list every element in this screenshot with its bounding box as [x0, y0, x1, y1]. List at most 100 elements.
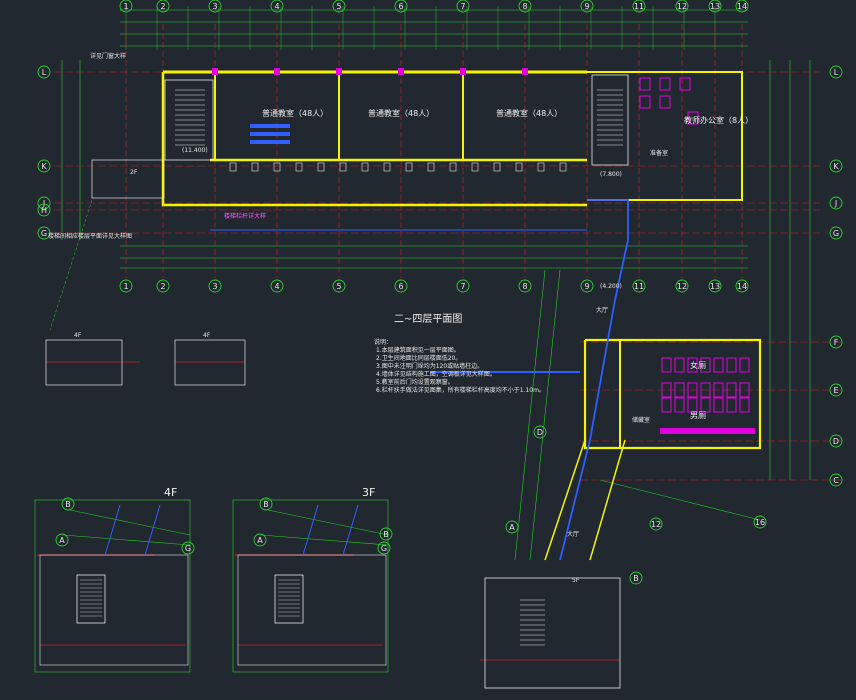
axis-bubble-top-1-text: 1 — [123, 2, 128, 11]
axis-bubble-right-L-text: L — [834, 68, 839, 77]
wall-wing-angled-2 — [589, 439, 626, 561]
axis-bubble-top-13-circle — [708, 0, 722, 13]
elev-label-2: (7.800) — [600, 171, 622, 178]
corridor-window — [229, 162, 237, 172]
axis-bubble-left-H-circle — [37, 203, 51, 217]
detail-pipe2-3f — [342, 504, 359, 556]
axis-bubble-top-1-circle — [119, 0, 133, 13]
note-bar-blue-1 — [250, 132, 290, 136]
wall-layer — [37, 70, 762, 689]
stall-row-1 — [661, 357, 672, 373]
room-label-classroom-2: 普通教室（48人） — [368, 108, 434, 118]
axis-bubble-bottom-7: 7 — [456, 279, 470, 293]
axis-bubble-detail3f-g: G — [377, 541, 391, 555]
column-marker-top-4 — [460, 68, 466, 75]
detail-frame-3f — [232, 499, 389, 673]
axis-bubble-layer: 1122334455667788991111121213131414LKJHGL… — [37, 0, 843, 585]
axis-bubble-bottom-12: 12 — [675, 279, 689, 293]
detail-title-small-4f-a: 4F — [74, 332, 82, 339]
axis-bubble-right-C-circle — [829, 473, 843, 487]
corridor-window — [317, 162, 325, 172]
plan-title: 二~四层平面图 — [394, 313, 462, 325]
axis-bubble-top-7-text: 7 — [460, 2, 465, 11]
axis-bubble-top-7-circle — [456, 0, 470, 13]
axis-bubble-left-J: J — [37, 196, 51, 210]
axis-bubble-top-8: 8 — [518, 0, 532, 13]
stall-row-1 — [674, 357, 685, 373]
axis-bubble-bottom-5-circle — [332, 279, 346, 293]
wall-wing-angled-1 — [544, 439, 586, 561]
stall-row-2 — [713, 382, 724, 398]
axis-bubble-wing-16-5-circle — [753, 515, 767, 529]
axis-bubble-bottom-13: 13 — [708, 279, 722, 293]
axis-bubble-right-F-circle — [829, 335, 843, 349]
axis-bubble-top-9-text: 9 — [584, 2, 589, 11]
elev-label-3: (4.200) — [600, 283, 622, 290]
axis-bubble-right-E-circle — [829, 383, 843, 397]
note-line-2: 2.卫生间地面比同层楼面低20。 — [376, 354, 461, 362]
axis-bubble-right-K: K — [829, 159, 843, 173]
column-marker-top-3 — [398, 68, 404, 75]
note-line-5: 5.教室前后门均设置观察窗。 — [376, 378, 454, 386]
axis-bubble-bottom-3-circle — [208, 279, 222, 293]
room-label-classroom-3: 普通教室（48人） — [496, 108, 562, 118]
room-label-prep: 准备室 — [650, 149, 668, 157]
detail-pipe-4f — [104, 504, 121, 556]
pink-annotation: 楼梯栏杆详大样 — [224, 212, 266, 220]
axis-bubble-detail4f-a: A — [55, 533, 69, 547]
axis-bubble-right-K-circle — [829, 159, 843, 173]
axis-bubble-left-G-circle — [37, 226, 51, 240]
detail-room-3f — [237, 554, 387, 666]
axis-bubble-wing-G-3: G — [181, 541, 195, 555]
axis-bubble-right-G: G — [829, 226, 843, 240]
axis-bubble-right-D-circle — [829, 434, 843, 448]
axis-bubble-wing-B-2-circle — [629, 571, 643, 585]
stall-row-3 — [713, 397, 724, 413]
corridor-window — [515, 162, 523, 172]
axis-bubble-detail3f-b: B — [259, 497, 273, 511]
column-marker-top-2 — [336, 68, 342, 75]
room-label-wc-f: 女厕 — [690, 360, 706, 370]
axis-bubble-top-14: 14 — [735, 0, 749, 13]
stall-row-2 — [674, 382, 685, 398]
axis-bubble-top-7: 7 — [456, 0, 470, 13]
axis-bubble-top-3-text: 3 — [212, 2, 217, 11]
axis-bubble-top-12-text: 12 — [677, 2, 687, 11]
axis-bubble-top-2: 2 — [156, 0, 170, 13]
stair-west-box — [164, 79, 214, 161]
axis-bubble-left-J-text: J — [42, 199, 45, 208]
note-bar-blue-0 — [250, 124, 290, 128]
axis-bubble-top-2-text: 2 — [160, 2, 165, 11]
detail-pipe2-4f — [144, 504, 161, 556]
axis-bubble-top-4-circle — [270, 0, 284, 13]
axis-bubble-top-4-text: 4 — [274, 2, 279, 11]
dim-wing-diag-1 — [514, 269, 546, 561]
axis-bubble-right-E-text: E — [833, 386, 838, 395]
text-layer: 普通教室（48人） 普通教室（48人） 普通教室（48人） 教师办公室（8人） … — [48, 52, 753, 584]
axis-bubble-top-9: 9 — [580, 0, 594, 13]
detail-room-4f — [39, 554, 189, 666]
axis-bubble-top-5: 5 — [332, 0, 346, 13]
axis-bubble-bottom-13-text: 13 — [710, 282, 720, 291]
bottom-stair-block — [484, 577, 621, 689]
axis-bubble-right-K-text: K — [833, 162, 839, 171]
axis-bubble-top-13: 13 — [708, 0, 722, 13]
axis-bubble-right-E: E — [829, 383, 843, 397]
axis-bubble-detail4f-a-text: A — [59, 536, 65, 545]
room-label-classroom-1: 普通教室（48人） — [262, 108, 328, 118]
corridor-window — [383, 162, 391, 172]
axis-bubble-right-J-circle — [829, 196, 843, 210]
corridor-window — [471, 162, 479, 172]
axis-bubble-bottom-11: 11 — [632, 279, 646, 293]
detail-title-3f: 3F — [362, 486, 375, 499]
room-label-office: 教师办公室（8人） — [684, 115, 753, 125]
axis-bubble-bottom-2: 2 — [156, 279, 170, 293]
axis-bubble-top-2-circle — [156, 0, 170, 13]
axis-bubble-left-K-text: K — [41, 162, 47, 171]
axis-bubble-top-1: 1 — [119, 0, 133, 13]
note-line-1: 1.本层建筑面积见一层平面图。 — [376, 346, 460, 354]
axis-bubble-bottom-3-text: 3 — [212, 282, 217, 291]
axis-bubble-bottom-14-circle — [735, 279, 749, 293]
dim-wing-bottom — [599, 479, 761, 521]
stall-row-3 — [700, 397, 711, 413]
